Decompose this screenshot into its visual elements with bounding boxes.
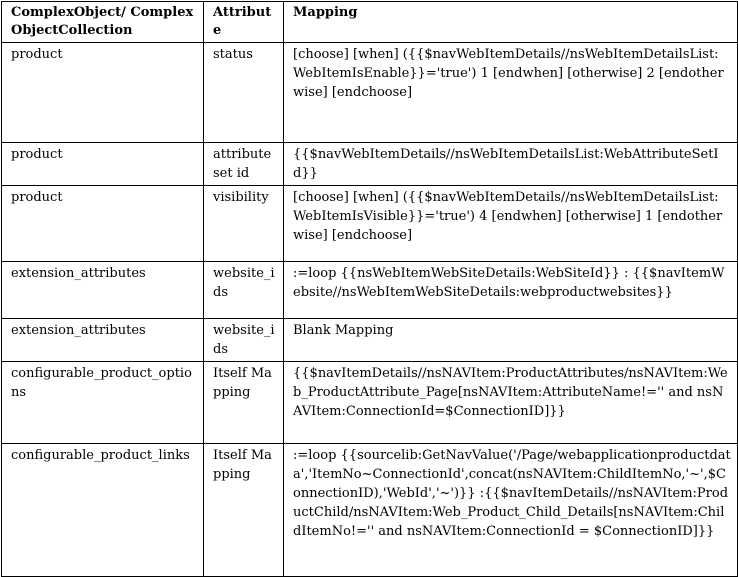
cell-mapping: :=loop {{nsWebItemWebSiteDetails:WebSite… (283, 261, 738, 319)
cell-mapping: {{$navWebItemDetails//nsWebItemDetailsLi… (283, 142, 738, 186)
cell-object: configurable_product_links (1, 443, 204, 577)
cell-attribute: visibility (203, 185, 284, 262)
table-row: extension_attributes website_ids Blank M… (1, 318, 738, 362)
cell-object: extension_attributes (1, 318, 204, 362)
cell-object: product (1, 42, 204, 143)
cell-object: product (1, 142, 204, 186)
table-header-row: ComplexObject/ ComplexObjectCollection A… (1, 1, 738, 43)
cell-mapping: [choose] [when] ({{$navWebItemDetails//n… (283, 185, 738, 262)
cell-object: product (1, 185, 204, 262)
table-row: product attribute set id {{$navWebItemDe… (1, 142, 738, 186)
table-row: product visibility [choose] [when] ({{$n… (1, 185, 738, 262)
cell-object: configurable_product_options (1, 361, 204, 444)
cell-mapping: {{$navItemDetails//nsNAVItem:ProductAttr… (283, 361, 738, 444)
cell-attribute: status (203, 42, 284, 143)
table-row: product status [choose] [when] ({{$navWe… (1, 42, 738, 143)
cell-attribute: website_ids (203, 261, 284, 319)
cell-mapping: [choose] [when] ({{$navWebItemDetails//n… (283, 42, 738, 143)
cell-attribute: Itself Mapping (203, 443, 284, 577)
cell-mapping: :=loop {{sourcelib:GetNavValue('/Page/we… (283, 443, 738, 577)
header-attribute: Attribute (203, 1, 284, 43)
table-row: extension_attributes website_ids :=loop … (1, 261, 738, 319)
table-row: configurable_product_options Itself Mapp… (1, 361, 738, 444)
cell-attribute: attribute set id (203, 142, 284, 186)
cell-object: extension_attributes (1, 261, 204, 319)
cell-attribute: Itself Mapping (203, 361, 284, 444)
header-complex-object: ComplexObject/ ComplexObjectCollection (1, 1, 204, 43)
cell-attribute: website_ids (203, 318, 284, 362)
table-row: configurable_product_links Itself Mappin… (1, 443, 738, 577)
header-mapping: Mapping (283, 1, 738, 43)
cell-mapping: Blank Mapping (283, 318, 738, 362)
